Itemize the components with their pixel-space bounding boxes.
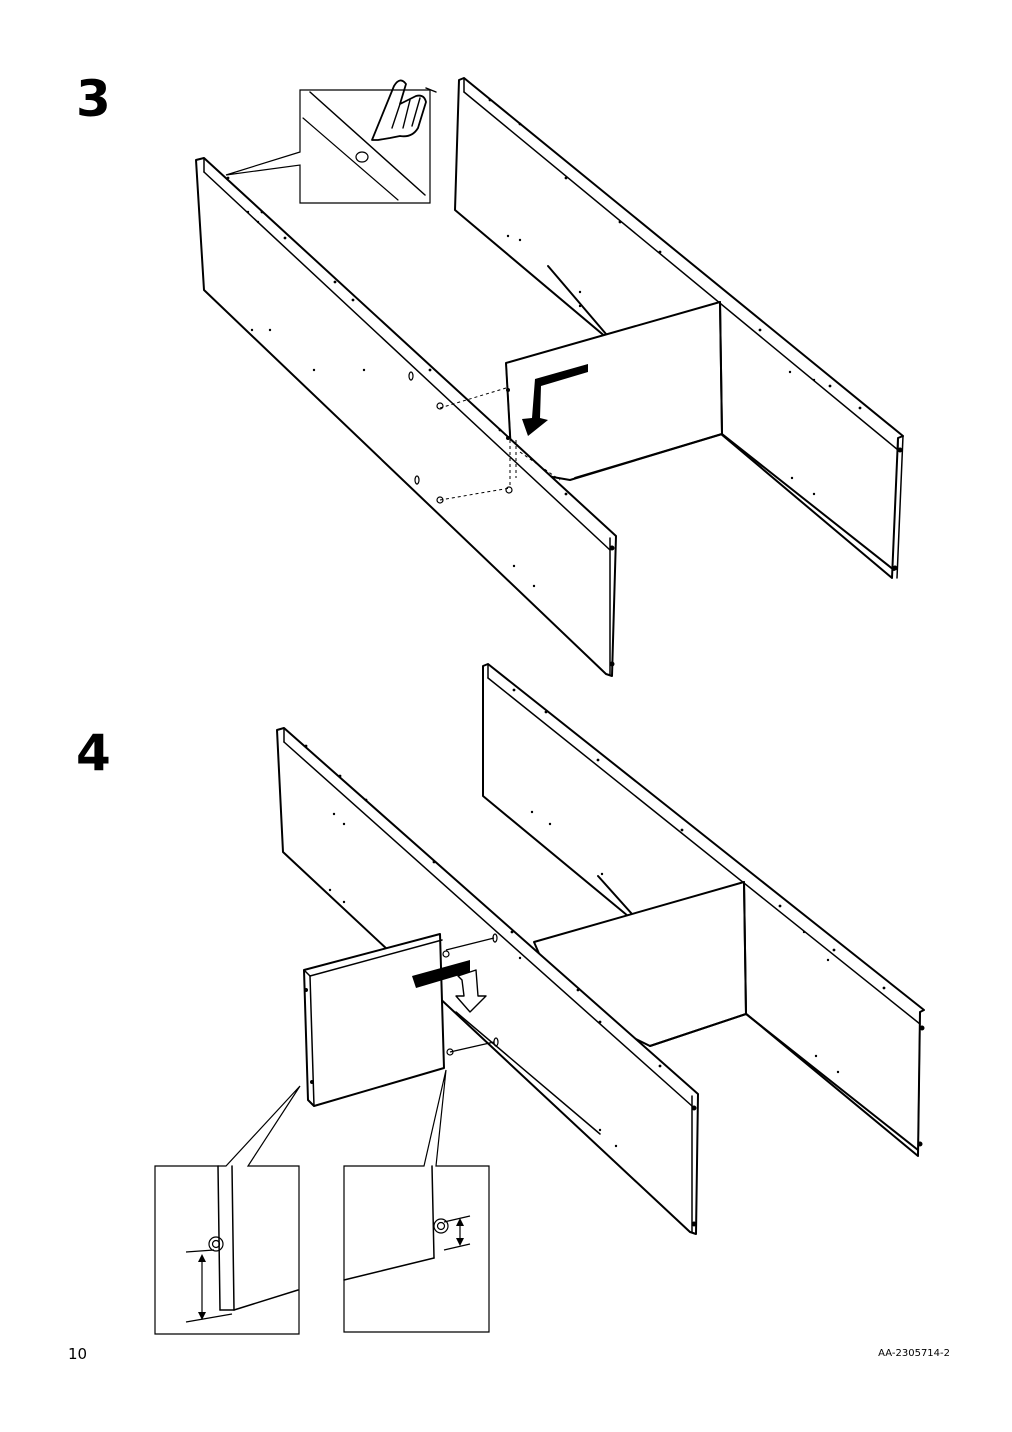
dowel-knob xyxy=(208,1236,224,1252)
step3-illustration xyxy=(195,77,904,677)
step4-front-panel xyxy=(276,727,699,1235)
step4-detail-box-left xyxy=(154,1085,301,1335)
step4-detail-box-right xyxy=(343,1069,490,1333)
bent-arrow-icon xyxy=(412,960,487,1013)
step3-detail-box xyxy=(225,89,431,204)
double-arrow-icon xyxy=(456,1218,464,1246)
step4-illustration xyxy=(154,663,925,1335)
step4-small-panel xyxy=(303,933,445,1107)
bent-arrow-icon xyxy=(522,364,588,436)
pointing-hand-icon xyxy=(371,79,437,141)
page-number: 10 xyxy=(68,1345,88,1363)
step-number-3: 3 xyxy=(76,70,111,128)
step3-front-panel xyxy=(195,157,617,677)
step3-divider-panel xyxy=(505,265,895,571)
step3-dowel-guides xyxy=(408,371,561,504)
step-number-4: 4 xyxy=(76,724,111,782)
document-code: AA-2305714-2 xyxy=(878,1348,950,1359)
dowel-knob xyxy=(433,1218,449,1234)
double-arrow-icon xyxy=(198,1254,206,1320)
step4-holes xyxy=(304,688,925,1227)
step4-dowels xyxy=(442,933,499,1056)
step3-holes xyxy=(226,98,903,667)
